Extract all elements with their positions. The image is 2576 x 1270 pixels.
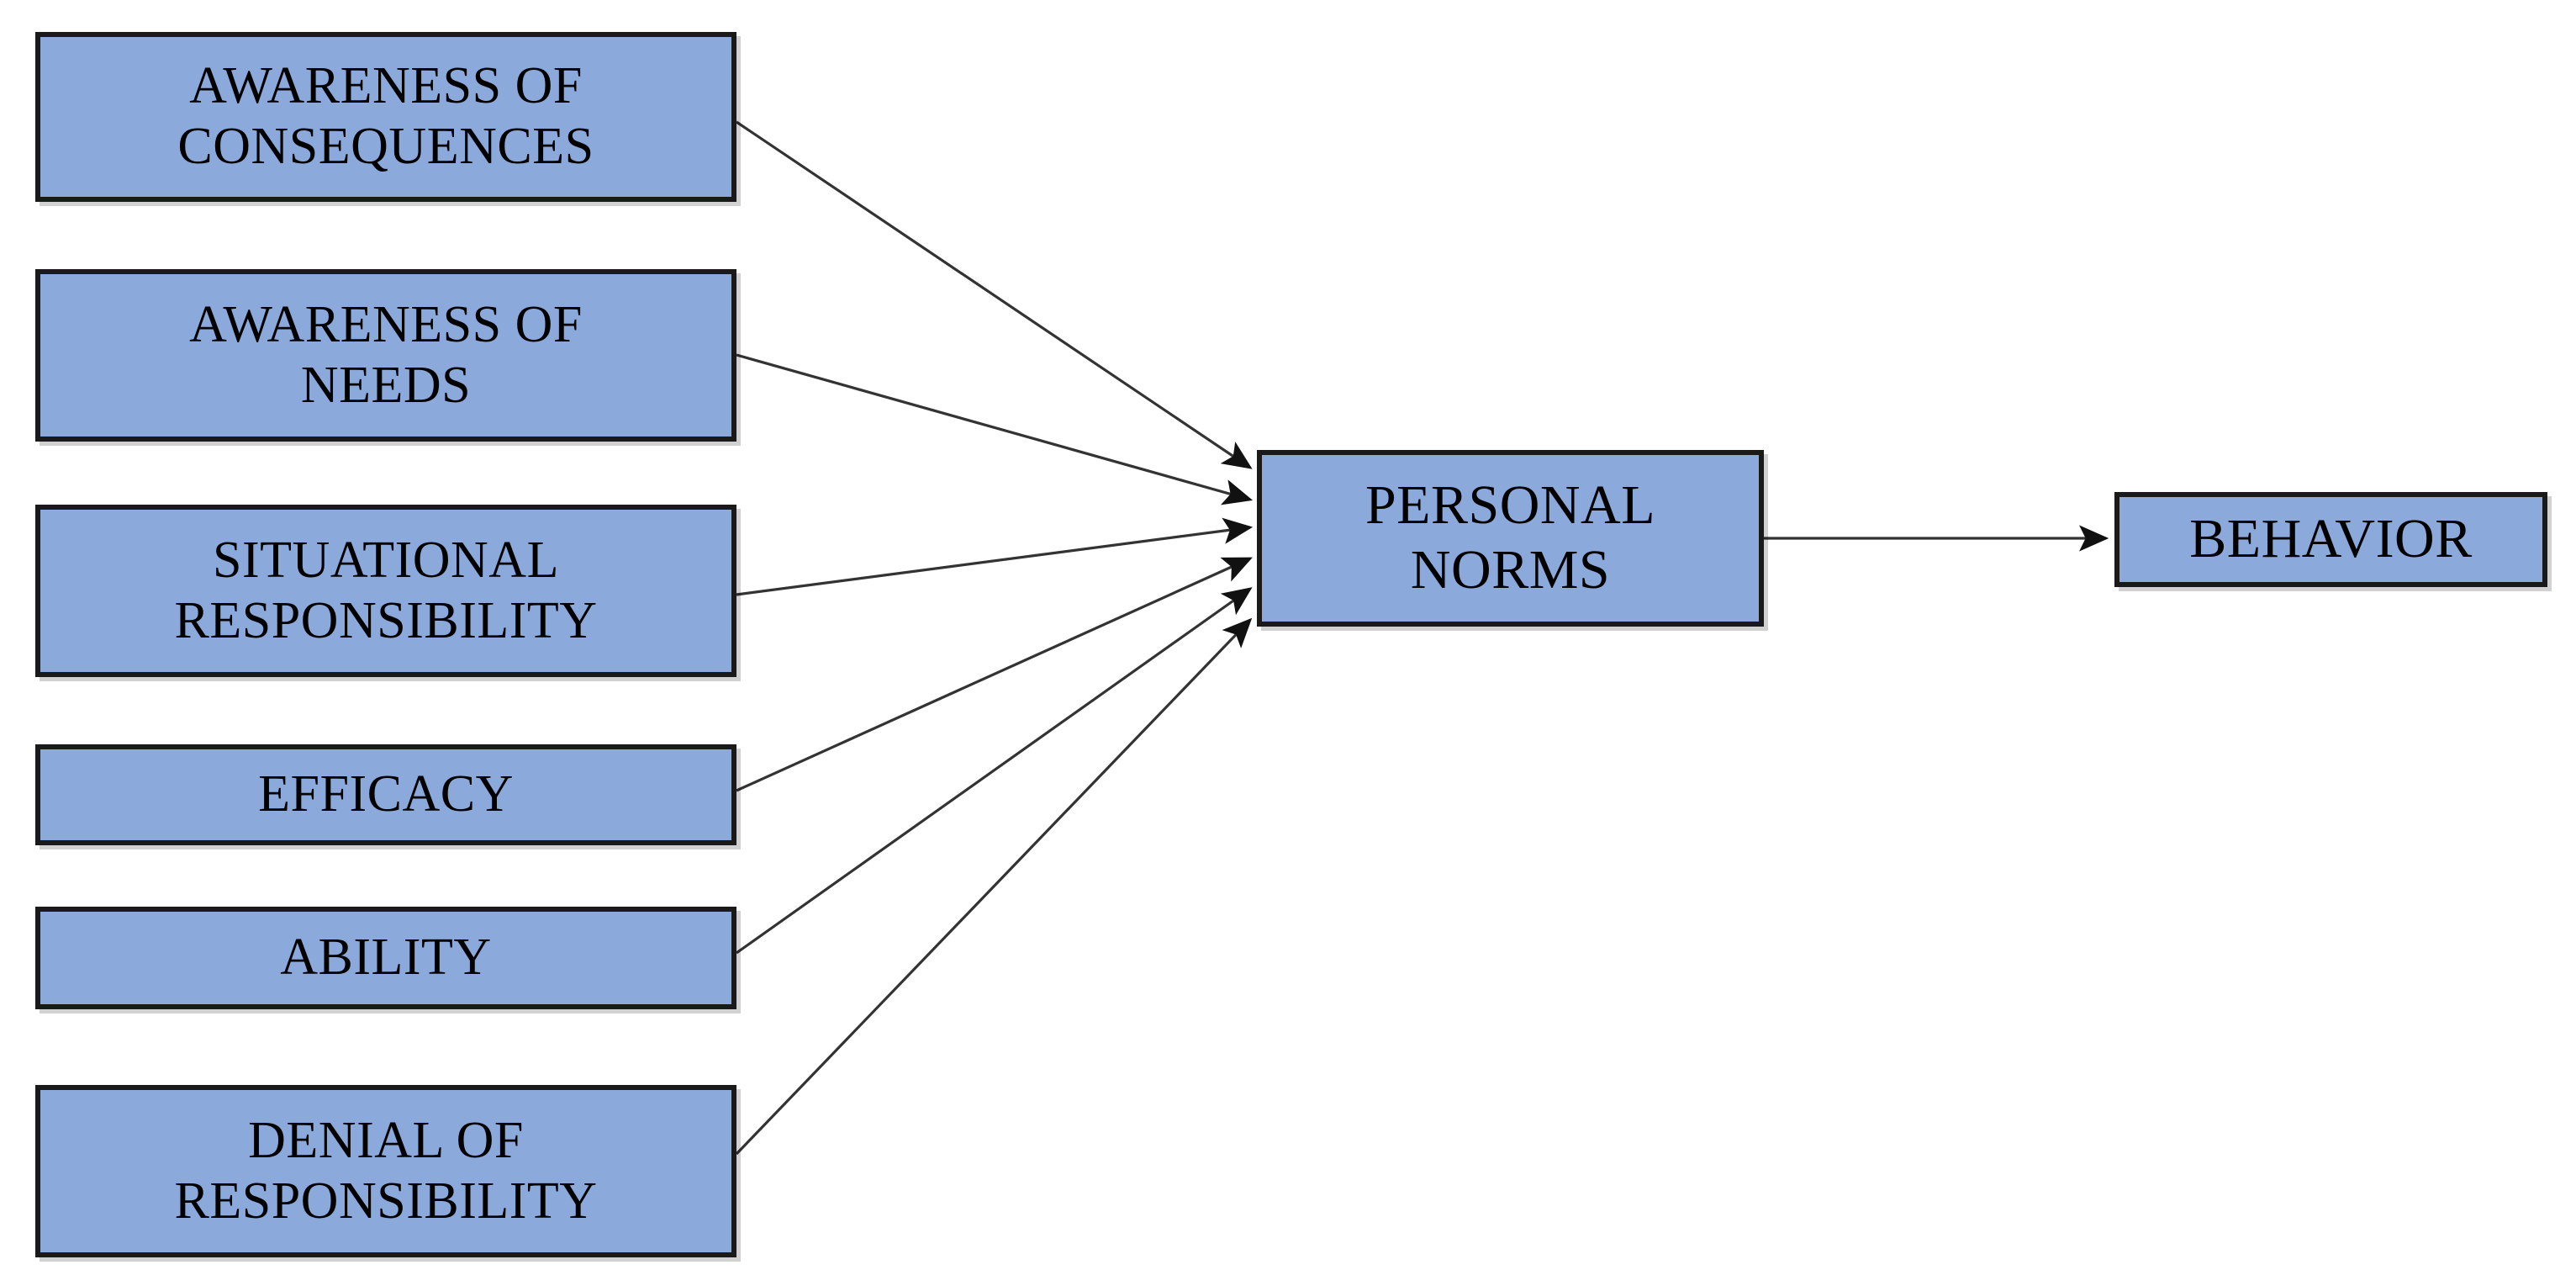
- edge-situational-responsibility-to-personal-norms: [736, 517, 1254, 596]
- node-label: AWARENESS OF CONSEQUENCES: [177, 57, 594, 175]
- edge-efficacy-to-personal-norms: [736, 557, 1253, 792]
- node-label: PERSONAL NORMS: [1365, 474, 1656, 601]
- node-ability[interactable]: ABILITY: [35, 907, 736, 1009]
- node-awareness-of-needs[interactable]: AWARENESS OF NEEDS: [35, 269, 736, 442]
- node-label: EFFICACY: [258, 765, 514, 823]
- edge-denial-of-responsibility-to-personal-norms: [735, 617, 1253, 1156]
- node-situational-responsibility[interactable]: SITUATIONAL RESPONSIBILITY: [35, 505, 736, 677]
- edge-awareness-of-needs-to-personal-norms: [736, 353, 1254, 505]
- edge-ability-to-personal-norms: [736, 587, 1253, 955]
- node-label: BEHAVIOR: [2189, 508, 2473, 570]
- node-label: ABILITY: [280, 929, 492, 987]
- edge-awareness-of-consequences-to-personal-norms: [736, 120, 1253, 469]
- node-efficacy[interactable]: EFFICACY: [35, 744, 736, 845]
- node-label: AWARENESS OF NEEDS: [189, 295, 583, 414]
- node-awareness-of-consequences[interactable]: AWARENESS OF CONSEQUENCES: [35, 32, 736, 202]
- node-denial-of-responsibility[interactable]: DENIAL OF RESPONSIBILITY: [35, 1085, 736, 1257]
- node-personal-norms[interactable]: PERSONAL NORMS: [1257, 450, 1764, 627]
- node-behavior[interactable]: BEHAVIOR: [2114, 492, 2547, 587]
- node-label: SITUATIONAL RESPONSIBILITY: [174, 531, 598, 649]
- node-label: DENIAL OF RESPONSIBILITY: [174, 1111, 598, 1230]
